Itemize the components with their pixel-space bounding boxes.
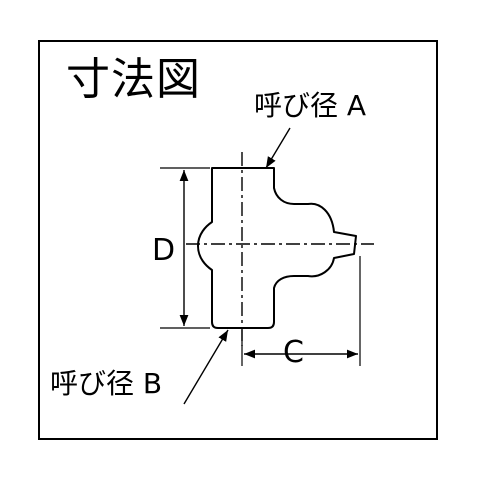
- diagram-frame: [38, 40, 438, 440]
- leader-a: [265, 127, 291, 169]
- label-nominal-a: 呼び径 A: [254, 89, 367, 122]
- label-nominal-b: 呼び径 B: [50, 367, 163, 400]
- fitting-body: [197, 167, 357, 329]
- diagram-title: 寸法図: [66, 54, 201, 105]
- label-dim-d: D: [152, 233, 176, 268]
- label-dim-c: C: [283, 335, 304, 370]
- leader-b: [183, 329, 229, 405]
